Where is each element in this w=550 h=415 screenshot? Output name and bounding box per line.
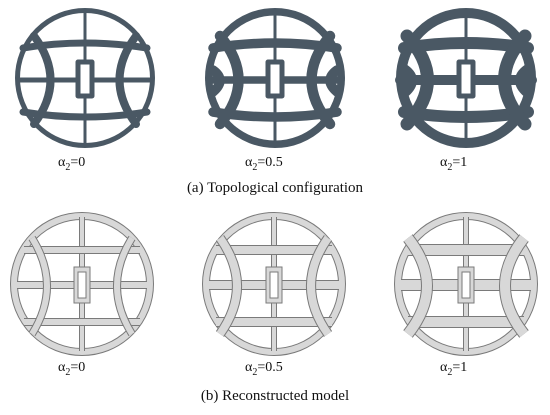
left-arc [214,30,244,130]
right-arc [115,32,140,128]
left-arc [400,29,434,131]
caption-topology: (a) Topological configuration [186,180,364,196]
central-hub-opening [461,271,471,299]
topology-label-2: α2=0.5 [245,155,283,173]
topology-panel-3 [395,8,537,148]
topology-panel-2 [205,8,345,148]
right-arc [307,235,332,337]
outer-ring [11,213,153,355]
right-arc [500,234,528,338]
reconstructed-panel-1 [10,212,154,356]
right-arc [114,236,135,336]
left-side-member [208,65,225,97]
outer-ring [395,213,537,355]
central-hub [265,59,285,99]
reconstructed-label-2: α2=0.5 [245,360,283,378]
topology-label-3: α2=1 [440,155,468,173]
caption-reconstructed: (b) Reconstructed model [200,388,350,404]
left-side-member [398,64,417,98]
reconstructed-label-1: α2=0 [58,360,86,378]
right-arc [306,30,336,130]
outer-ring [203,213,345,355]
central-hub-opening [269,271,279,299]
reconstructed-label-3: α2=1 [440,360,468,378]
left-arc [404,234,432,338]
topology-label-1: α2=0 [58,155,86,173]
left-arc [216,235,241,337]
central-hub-opening [77,271,87,299]
central-hub [75,59,95,99]
topology-structure [395,8,537,148]
reconstructed-panel-3 [394,212,538,356]
central-hub [456,59,476,99]
topology-structure [15,8,155,148]
reconstructed-panel-2 [202,212,346,356]
right-arc [498,29,532,131]
right-side-member [515,64,534,98]
topology-structure [205,8,345,148]
left-arc [29,236,50,336]
left-arc [30,32,55,128]
topology-panel-1 [15,8,155,148]
right-side-member [325,65,342,97]
